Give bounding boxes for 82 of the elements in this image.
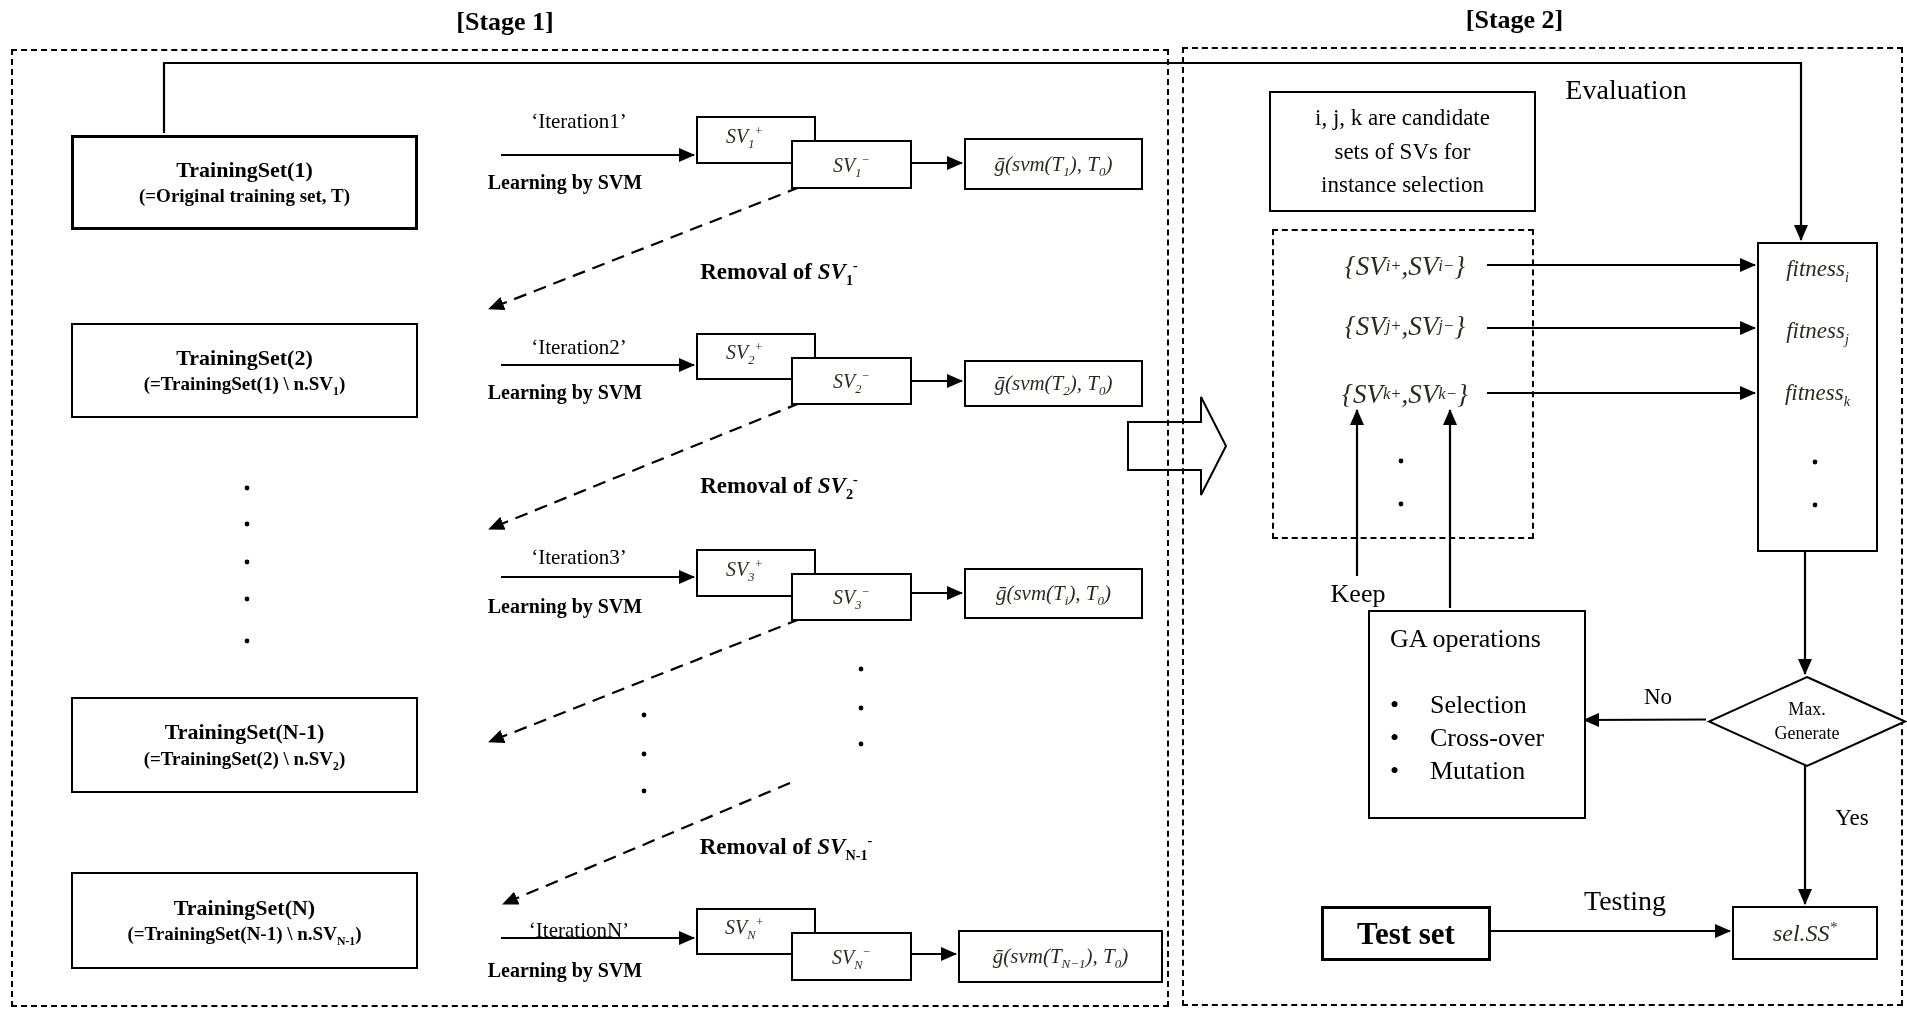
process-box [1321,906,1491,961]
support-vector-box [696,908,791,955]
arrow [910,586,963,600]
text-label: Learning by SVM [487,958,643,982]
node-label: Test set [1357,915,1455,952]
result-box [1732,906,1878,960]
text-label: Learning by SVM [487,594,643,618]
note-box [1269,91,1536,212]
process-box [71,323,418,418]
node-label: TrainingSet(N-1) [164,718,325,747]
edge-label: Testing [1584,885,1666,917]
list-bullet: • [1390,689,1401,721]
function-box [964,360,1143,407]
node-label: TrainingSet(2) [176,343,313,372]
arrow [1350,409,1364,576]
edge-label: ‘Iteration1’ [531,108,627,134]
node-label: fitness$_{k}$ [1784,379,1851,408]
arrow [501,931,695,945]
decision-diamond [1708,676,1906,767]
function-box [964,138,1143,190]
list-item: Cross-over [1430,722,1546,754]
box-heading: GA operations [1389,624,1542,654]
arrow [501,358,695,372]
support-vector-box [791,549,912,621]
list-bullet: • [1390,755,1401,787]
support-vector-box [696,549,791,597]
list-item: Selection [1430,689,1528,721]
arrow [1798,550,1812,675]
dashed-group-box [1272,229,1534,539]
node-label: (=TrainingSet(2) \ n.SV$_{2}$) [143,746,346,772]
support-vector-box [791,333,912,405]
node-label: fitness$_{j}$ [1786,317,1849,346]
edge-label: ‘IterationN’ [528,917,630,943]
node-label: ḡ(svm(T$_{1}$), T$_{0}$) [994,151,1113,177]
arrow [162,61,1808,241]
process-box [71,872,418,969]
node-label: ḡ(svm(T$_{2}$), T$_{0}$) [994,371,1113,396]
list-bullet: • [1390,722,1401,754]
edge-label: ‘Iteration2’ [531,334,627,360]
arrow [1443,409,1457,608]
node-label: Max. Generate [1773,698,1841,745]
node-label: TrainingSet(N) [173,893,316,922]
edge-label: ‘Iteration3’ [531,544,627,570]
stage-heading: [Stage 2] [1465,5,1564,35]
support-vector-box [696,116,791,164]
text-label: Learning by SVM [487,170,643,194]
node-label: ḡ(svm(T$_{i}$), T$_{0}$) [995,581,1112,606]
function-box [964,568,1143,619]
block-arrow [1127,396,1228,496]
arrow [501,148,695,162]
arrow [910,947,957,961]
list-item: Mutation [1430,755,1527,787]
fitness-box [1757,242,1878,552]
text-label: Learning by SVM [487,380,643,404]
node-label: TrainingSet(1) [176,155,313,184]
function-box [958,930,1163,983]
node-label: (=Original training set, T) [138,184,350,209]
operations-box [1368,610,1586,819]
support-vector-box [696,333,791,380]
process-box [71,135,418,230]
node-label: fitness$_{i}$ [1786,255,1849,284]
edge-label: Yes [1835,805,1869,831]
node-label: (=TrainingSet(1) \ n.SV$_{1}$) [143,372,346,398]
node-label: sel.SS$^{*}$ [1772,919,1838,947]
keep-label: Keep [1324,578,1392,610]
arrow [1487,258,1756,272]
arrow [1487,321,1756,335]
node-label: i, j, k are candidate sets of SVs for instance selection [1314,104,1491,200]
stage-heading: [Stage 1] [456,7,554,37]
process-box [71,697,418,793]
arrow [1487,386,1756,400]
node-label: ḡ(svm(T$_{N−1}$), T$_{0}$) [992,944,1129,969]
edge-label: No [1643,684,1673,710]
support-vector-box [791,908,912,981]
arrow [1798,765,1812,905]
arrow [910,156,963,170]
arrow [501,570,695,584]
edge-label: Evaluation [1565,74,1687,106]
node-label: (=TrainingSet(N-1) \ n.SV$_{N-1}$) [127,922,362,948]
arrow [910,374,963,388]
support-vector-box [791,116,912,189]
arrow [1489,924,1731,938]
